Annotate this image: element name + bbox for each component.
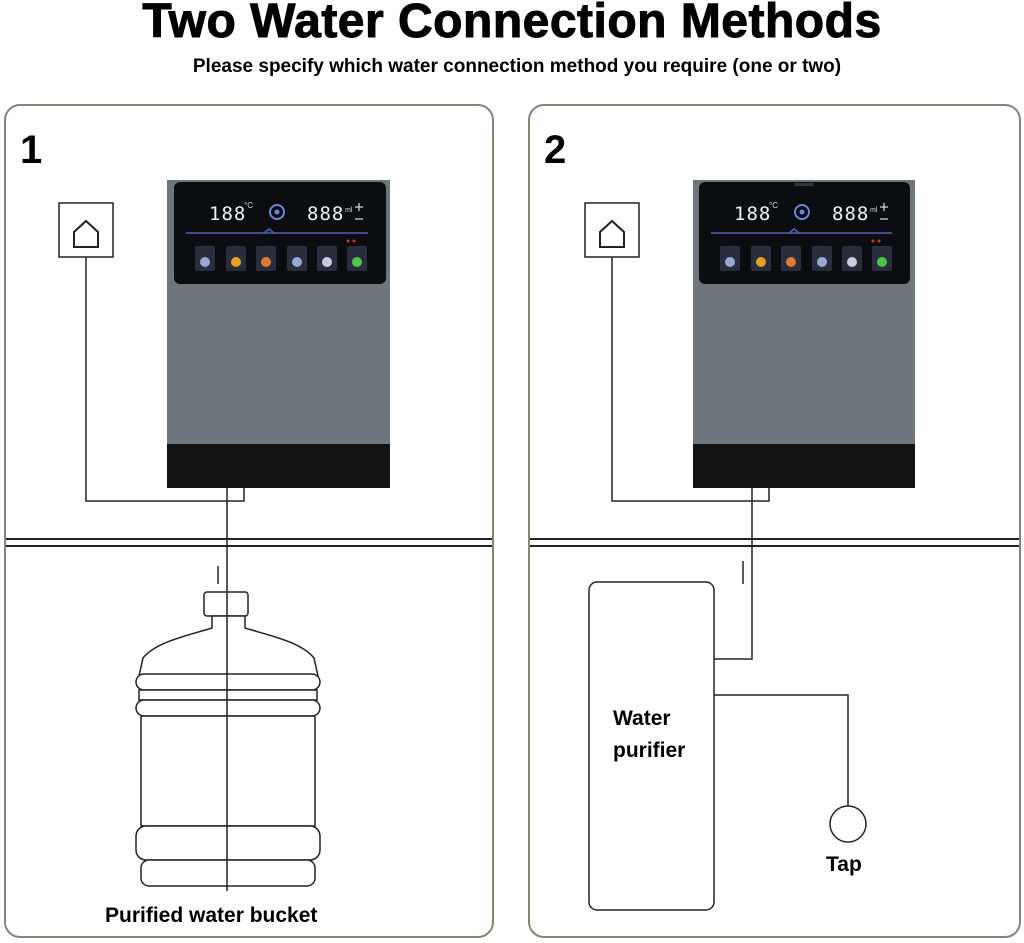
volume-unit: ml [345, 207, 353, 214]
temperature-unit: °C [769, 201, 778, 210]
dispenser-display: 188 °C 888 ml [734, 201, 894, 225]
volume-readout: 888 [307, 203, 345, 225]
water-dispenser [167, 180, 390, 488]
method-number: 2 [544, 128, 567, 172]
page-subtitle: Please specify which water connection me… [192, 56, 842, 77]
purifier-label-line1: Water [613, 707, 671, 730]
temperature-unit: °C [244, 201, 253, 210]
tap-label: Tap [826, 853, 862, 876]
method-number: 1 [20, 128, 43, 172]
power-cord [611, 257, 770, 502]
method-2-panel: 188 °C 888 ml 2 Water purifier Tap [528, 104, 1021, 938]
method-2-diagram [530, 180, 1019, 911]
volume-unit: ml [870, 207, 878, 214]
temperature-readout: 188 [734, 203, 772, 225]
method-1-panel: 188 °C 888 ml 1 Purified water bucket [4, 104, 494, 938]
wall-socket-icon [58, 202, 114, 258]
water-purifier [588, 581, 715, 911]
power-cord [85, 257, 245, 502]
tap-icon [829, 805, 867, 843]
page-title: Two Water Connection Methods [142, 0, 882, 49]
wall-socket-icon [584, 202, 640, 258]
method-1-diagram [6, 180, 492, 891]
tap-pipe [714, 694, 849, 808]
water-pipe [714, 488, 753, 660]
volume-readout: 888 [832, 203, 870, 225]
water-bucket-icon [135, 591, 321, 887]
bucket-label: Purified water bucket [105, 904, 318, 927]
purifier-label-line2: purifier [613, 739, 686, 762]
dispenser-display: 188 °C 888 ml [209, 201, 369, 225]
temperature-readout: 188 [209, 203, 247, 225]
water-dispenser [693, 180, 915, 488]
